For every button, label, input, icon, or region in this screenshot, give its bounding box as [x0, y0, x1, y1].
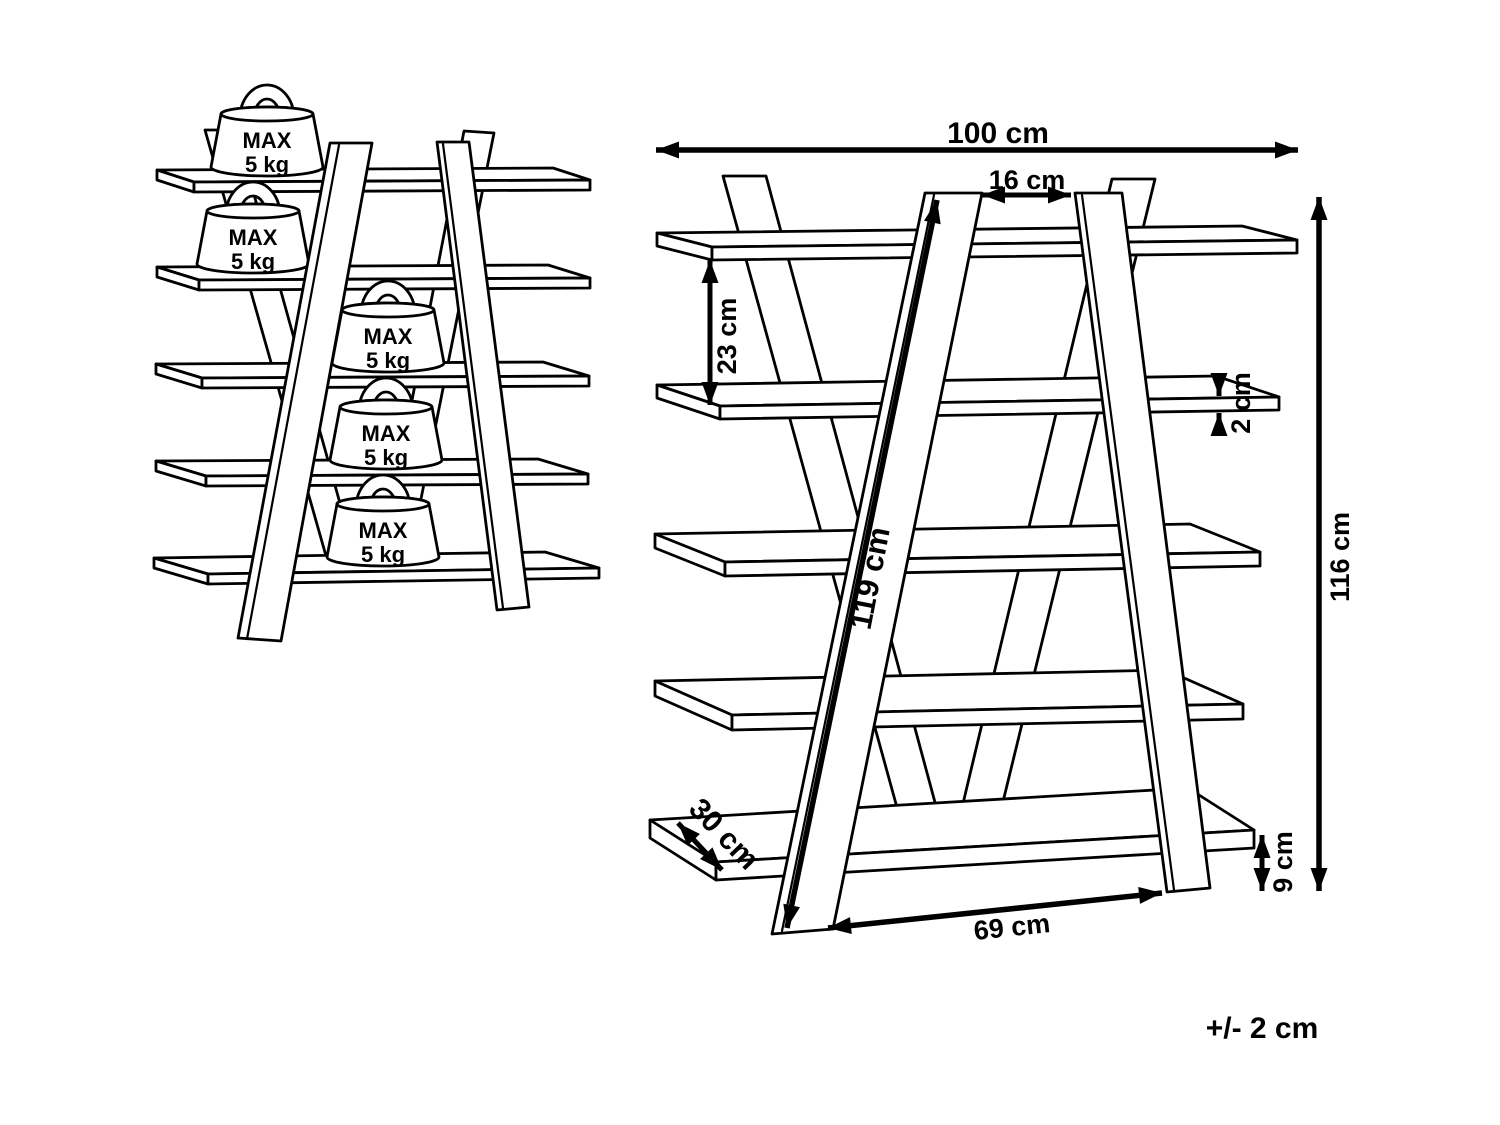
front-leg: [1073, 191, 1212, 894]
weight-icon: [328, 376, 444, 471]
front-leg: [435, 140, 531, 612]
dim-base-height-label: 9 cm: [1268, 831, 1298, 893]
weight-label-max-5: MAX: [359, 518, 408, 543]
weight-top-rim: [205, 202, 301, 220]
weight-icon: [209, 83, 325, 178]
figure-dimensions: 100 cm 16 cm 23 cm 2 cm 116 cm 119 cm 30…: [648, 117, 1355, 1045]
weight-top-rim: [340, 301, 436, 319]
weight-label-kg-1: 5 kg: [245, 152, 289, 177]
front-leg-edge-line: [441, 142, 505, 610]
weight-label-max-4: MAX: [362, 421, 411, 446]
weight-label-max-3: MAX: [364, 324, 413, 349]
weight-label-kg-5: 5 kg: [361, 542, 405, 567]
front-leg: [236, 141, 374, 643]
weight-label-kg-4: 5 kg: [364, 445, 408, 470]
weight-icon: [330, 279, 446, 374]
weight-label-kg-2: 5 kg: [231, 249, 275, 274]
dim-width-label: 100 cm: [947, 117, 1049, 150]
front-leg-edge-line: [245, 143, 341, 641]
dim-top-gap-label: 16 cm: [989, 165, 1066, 195]
dim-thickness-label: 2 cm: [1226, 372, 1256, 434]
weight-icon: [325, 473, 441, 568]
dim-shelf-gap-label: 23 cm: [712, 298, 742, 375]
weight-label-kg-3: 5 kg: [366, 348, 410, 373]
tolerance-note: +/- 2 cm: [1206, 1012, 1319, 1045]
dim-height-label: 116 cm: [1325, 512, 1355, 602]
weight-label-max-2: MAX: [229, 225, 278, 250]
weight-top-rim: [335, 495, 431, 513]
weight-icon: [195, 180, 311, 275]
dimension-arrow: [676, 821, 724, 872]
dimension-arrow: [783, 199, 941, 929]
figure-weights: MAX 5 kg MAX 5 kg MAX 5 kg MAX 5 kg MAX …: [152, 83, 601, 643]
weight-label-max-1: MAX: [243, 128, 292, 153]
weight-top-rim: [219, 105, 315, 123]
front-leg-edge-line: [1080, 193, 1176, 892]
weight-top-rim: [338, 398, 434, 416]
